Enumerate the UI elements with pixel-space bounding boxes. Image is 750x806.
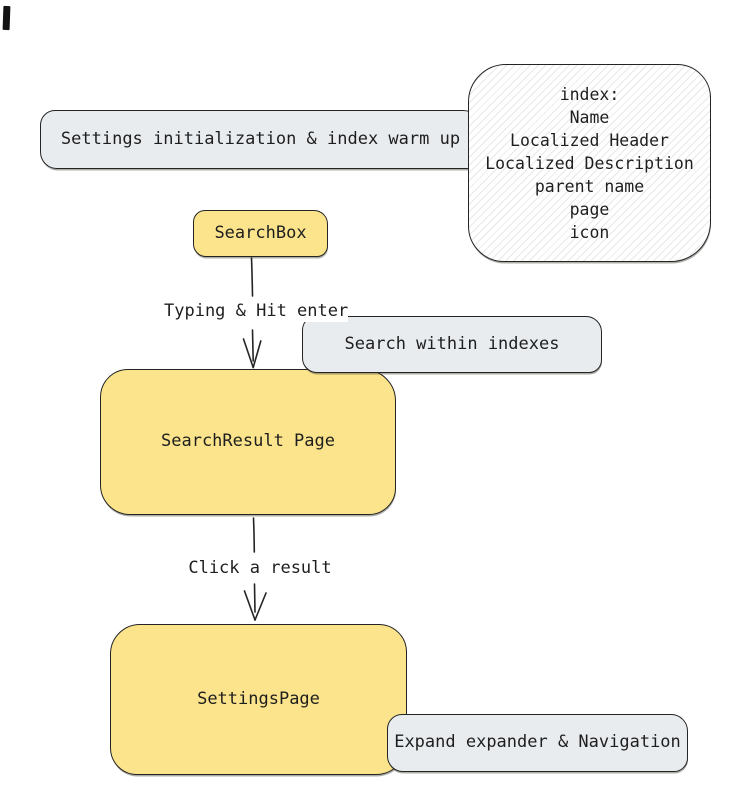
node-settings-initialization: Settings initialization & index warm up <box>40 110 481 169</box>
node-search-within-indexes: Search within indexes <box>302 316 602 373</box>
node-index-fields-note: index: Name Localized Header Localized D… <box>468 64 711 262</box>
node-label: SearchBox <box>214 222 307 243</box>
index-note-line: Name <box>569 107 610 127</box>
index-note-line: Localized Header <box>510 130 669 150</box>
corner-ink-mark <box>2 5 11 31</box>
node-label: SettingsPage <box>197 688 320 709</box>
node-search-result-page: SearchResult Page <box>100 369 396 515</box>
index-note-line: Localized Description <box>485 153 694 173</box>
node-label: SearchResult Page <box>161 431 335 452</box>
index-note-title: index: <box>559 84 620 104</box>
node-searchbox: SearchBox <box>193 210 328 257</box>
index-note-line: icon <box>569 222 610 242</box>
edge-label-typing-hit-enter: Typing & Hit enter <box>162 300 349 322</box>
node-expand-expander-navigation: Expand expander & Navigation <box>387 714 688 772</box>
node-label: Search within indexes <box>344 333 560 354</box>
node-label: Expand expander & Navigation <box>394 732 681 753</box>
index-note-line: parent name <box>534 176 645 196</box>
edge-label-click-a-result: Click a result <box>184 557 336 579</box>
index-note-line: page <box>569 199 610 219</box>
node-label: Settings initialization & index warm up <box>60 128 461 149</box>
node-settings-page: SettingsPage <box>110 624 407 775</box>
